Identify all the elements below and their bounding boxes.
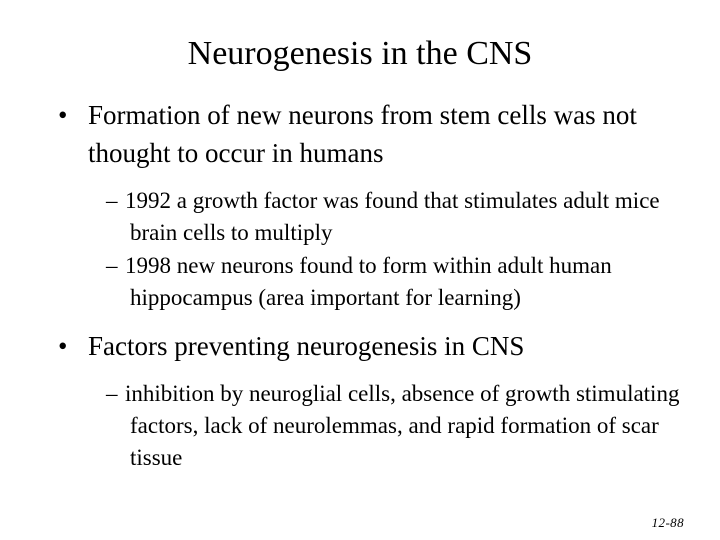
sub-bullet-item-3-label: inhibition by neuroglial cells, absence …	[125, 381, 680, 470]
page-title: Neurogenesis in the CNS	[187, 35, 533, 72]
sub-bullet-item-2-label: 1998 new neurons found to form within ad…	[125, 253, 612, 310]
dash-marker-icon: –	[106, 253, 118, 278]
bullet-item-2: • Factors preventing neurogenesis in CNS	[0, 327, 720, 365]
dash-marker-icon: –	[106, 381, 118, 406]
sub-bullet-item-2: – 1998 new neurons found to form within …	[0, 250, 720, 314]
page-number: 12-88	[651, 515, 684, 530]
bullet-item-2-label: Factors preventing neurogenesis in CNS	[88, 331, 525, 361]
bullet-marker-icon: •	[58, 100, 68, 130]
bullet-item-1-label: Formation of new neurons from stem cells…	[88, 100, 637, 168]
spacer	[0, 172, 720, 185]
bullet-marker-icon: •	[58, 331, 68, 361]
sub-bullet-item-1-label: 1992 a growth factor was found that stim…	[125, 188, 660, 245]
sub-bullet-item-1: – 1992 a growth factor was found that st…	[0, 185, 720, 249]
spacer	[0, 365, 720, 378]
slide-body: • Formation of new neurons from stem cel…	[0, 96, 720, 474]
bullet-item-1: • Formation of new neurons from stem cel…	[0, 96, 720, 172]
sub-bullet-item-3: – inhibition by neuroglial cells, absenc…	[0, 378, 720, 474]
spacer	[0, 314, 720, 327]
dash-marker-icon: –	[106, 188, 118, 213]
